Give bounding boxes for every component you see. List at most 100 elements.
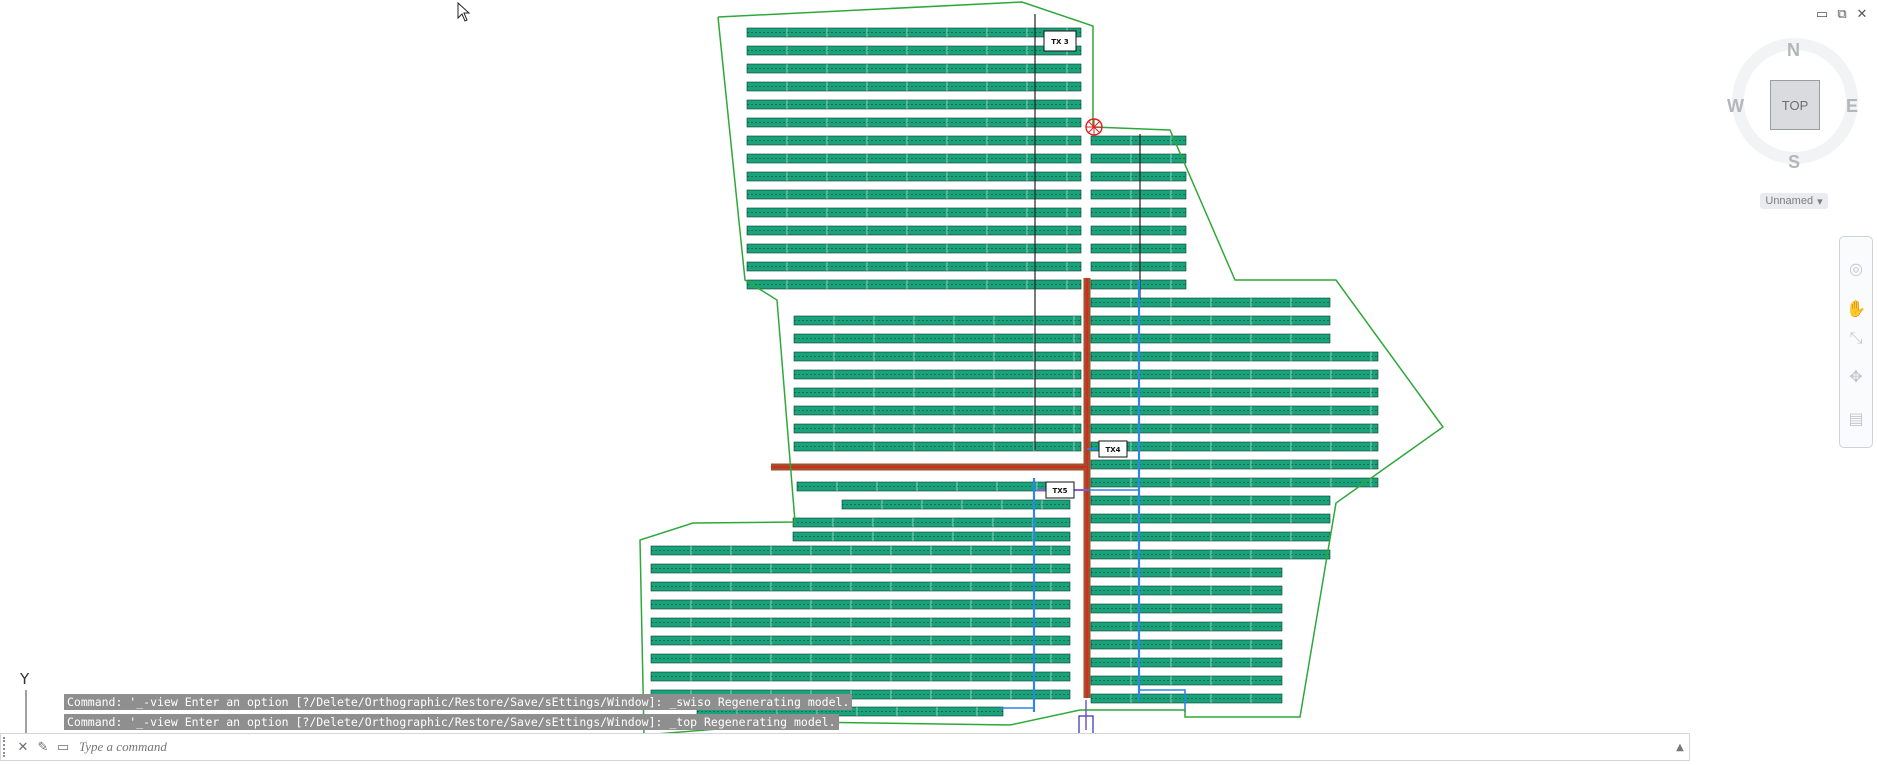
minimize-icon[interactable]: ▭ — [1815, 7, 1829, 22]
mouse-cursor-icon — [457, 1, 471, 26]
transformer-box: TX5 — [1045, 481, 1075, 499]
transformer-label: TX 3 — [1051, 38, 1069, 46]
pv-row — [1090, 567, 1283, 578]
grip-handle-icon[interactable] — [3, 737, 13, 757]
pv-row — [1090, 675, 1283, 686]
cable-routing — [771, 14, 1186, 712]
pv-row — [1090, 693, 1283, 704]
command-input[interactable] — [73, 735, 1671, 759]
pv-row — [1090, 225, 1187, 236]
customize-icon[interactable]: ✎ — [37, 739, 49, 755]
viewport-window-controls: ▭ ⧉ ✕ — [1815, 8, 1869, 22]
pv-row — [746, 279, 1082, 290]
pv-row — [650, 617, 1071, 628]
close-icon[interactable]: ✕ — [1856, 7, 1868, 22]
pv-row — [793, 423, 1082, 434]
pv-row — [1090, 243, 1187, 254]
pv-row — [793, 441, 1082, 452]
pv-row — [746, 171, 1082, 182]
pan-icon[interactable]: ✋ — [1846, 298, 1866, 318]
compass-east[interactable]: E — [1846, 96, 1859, 116]
ucs-icon: Y — [14, 670, 72, 742]
zoom-icon[interactable]: ⤡ — [1849, 328, 1863, 347]
pv-array-rows — [650, 27, 1379, 717]
pv-row — [1090, 135, 1187, 146]
recent-commands-icon[interactable]: ▭ — [56, 739, 70, 755]
command-history-line: Command: '_-view Enter an option [?/Dele… — [64, 694, 853, 710]
close-command-line-icon[interactable]: ✕ — [17, 739, 29, 755]
orbit-icon[interactable]: ✥ — [1849, 366, 1863, 386]
pv-row — [792, 517, 1071, 528]
named-view-label: Unnamed — [1765, 195, 1814, 207]
pv-row — [1090, 657, 1283, 668]
chevron-down-icon: ▾ — [1817, 195, 1823, 208]
command-history-toggle-icon[interactable]: ▲ — [1676, 741, 1684, 753]
pv-row — [793, 333, 1082, 344]
compass-west[interactable]: W — [1727, 96, 1744, 116]
pv-row — [1090, 297, 1331, 308]
pv-row — [746, 261, 1082, 272]
pv-row — [1090, 189, 1187, 200]
viewcube-face-label: TOP — [1781, 97, 1809, 113]
transformer-box: TX4 — [1098, 440, 1128, 458]
pv-row — [650, 545, 1071, 556]
showmotion-icon[interactable]: ▤ — [1848, 408, 1864, 428]
pv-row — [746, 207, 1082, 218]
viewcube-top-face[interactable]: TOP — [1770, 80, 1820, 130]
transformer-box: TX 3 — [1043, 30, 1077, 52]
pv-row — [1090, 369, 1379, 380]
pv-row — [796, 481, 1071, 492]
pv-row — [746, 99, 1082, 110]
ucs-y-label: Y — [20, 670, 30, 688]
compass-north[interactable]: N — [1787, 40, 1800, 60]
site-boundary-north — [639, 1, 1445, 736]
steering-wheel-icon[interactable]: ◎ — [1849, 258, 1863, 278]
restore-icon[interactable]: ⧉ — [1837, 7, 1847, 22]
pv-row — [650, 581, 1071, 592]
pv-row — [1090, 531, 1331, 542]
pv-row — [1090, 477, 1379, 488]
pv-row — [746, 117, 1082, 128]
pv-row — [746, 63, 1082, 74]
compass-south[interactable]: S — [1788, 152, 1801, 172]
pv-row — [793, 315, 1082, 326]
pv-row — [1090, 261, 1187, 272]
navigation-bar: ◎ ✋ ⤡ ✥ ▤ — [1839, 236, 1873, 448]
pv-row — [650, 635, 1071, 646]
pv-row — [793, 351, 1082, 362]
pv-row — [793, 369, 1082, 380]
pv-row — [1090, 153, 1187, 164]
pv-row — [1090, 351, 1379, 362]
pv-row — [1090, 441, 1379, 452]
pv-row — [746, 45, 1082, 56]
substation-entry — [1078, 700, 1094, 735]
pv-row — [1090, 603, 1283, 614]
pv-row — [1090, 315, 1331, 326]
transformer-label: TX4 — [1105, 446, 1120, 454]
pv-row — [650, 599, 1071, 610]
pv-row — [650, 563, 1071, 574]
command-history-line: Command: '_-view Enter an option [?/Dele… — [64, 714, 839, 730]
pv-row — [1090, 423, 1379, 434]
pv-row — [1090, 387, 1379, 398]
command-line: ✕ ✎ ▭ ▲ — [0, 733, 1690, 761]
pv-row — [1090, 585, 1283, 596]
pv-row — [1090, 495, 1331, 506]
inverter-symbol — [1085, 118, 1103, 136]
pv-row — [746, 27, 1082, 38]
pv-row — [841, 499, 1071, 510]
pv-row — [1090, 639, 1283, 650]
named-view-dropdown[interactable]: Unnamed ▾ — [1760, 193, 1828, 209]
pv-row — [1090, 459, 1379, 470]
pv-row — [1090, 405, 1379, 416]
pv-row — [1090, 621, 1283, 632]
pv-row — [746, 225, 1082, 236]
viewcube[interactable]: N S E W TOP — [1724, 30, 1866, 172]
pv-row — [1090, 549, 1331, 560]
pv-row — [793, 405, 1082, 416]
pv-row — [1090, 207, 1187, 218]
pv-row — [1090, 171, 1187, 182]
transformer-label: TX5 — [1052, 487, 1067, 495]
